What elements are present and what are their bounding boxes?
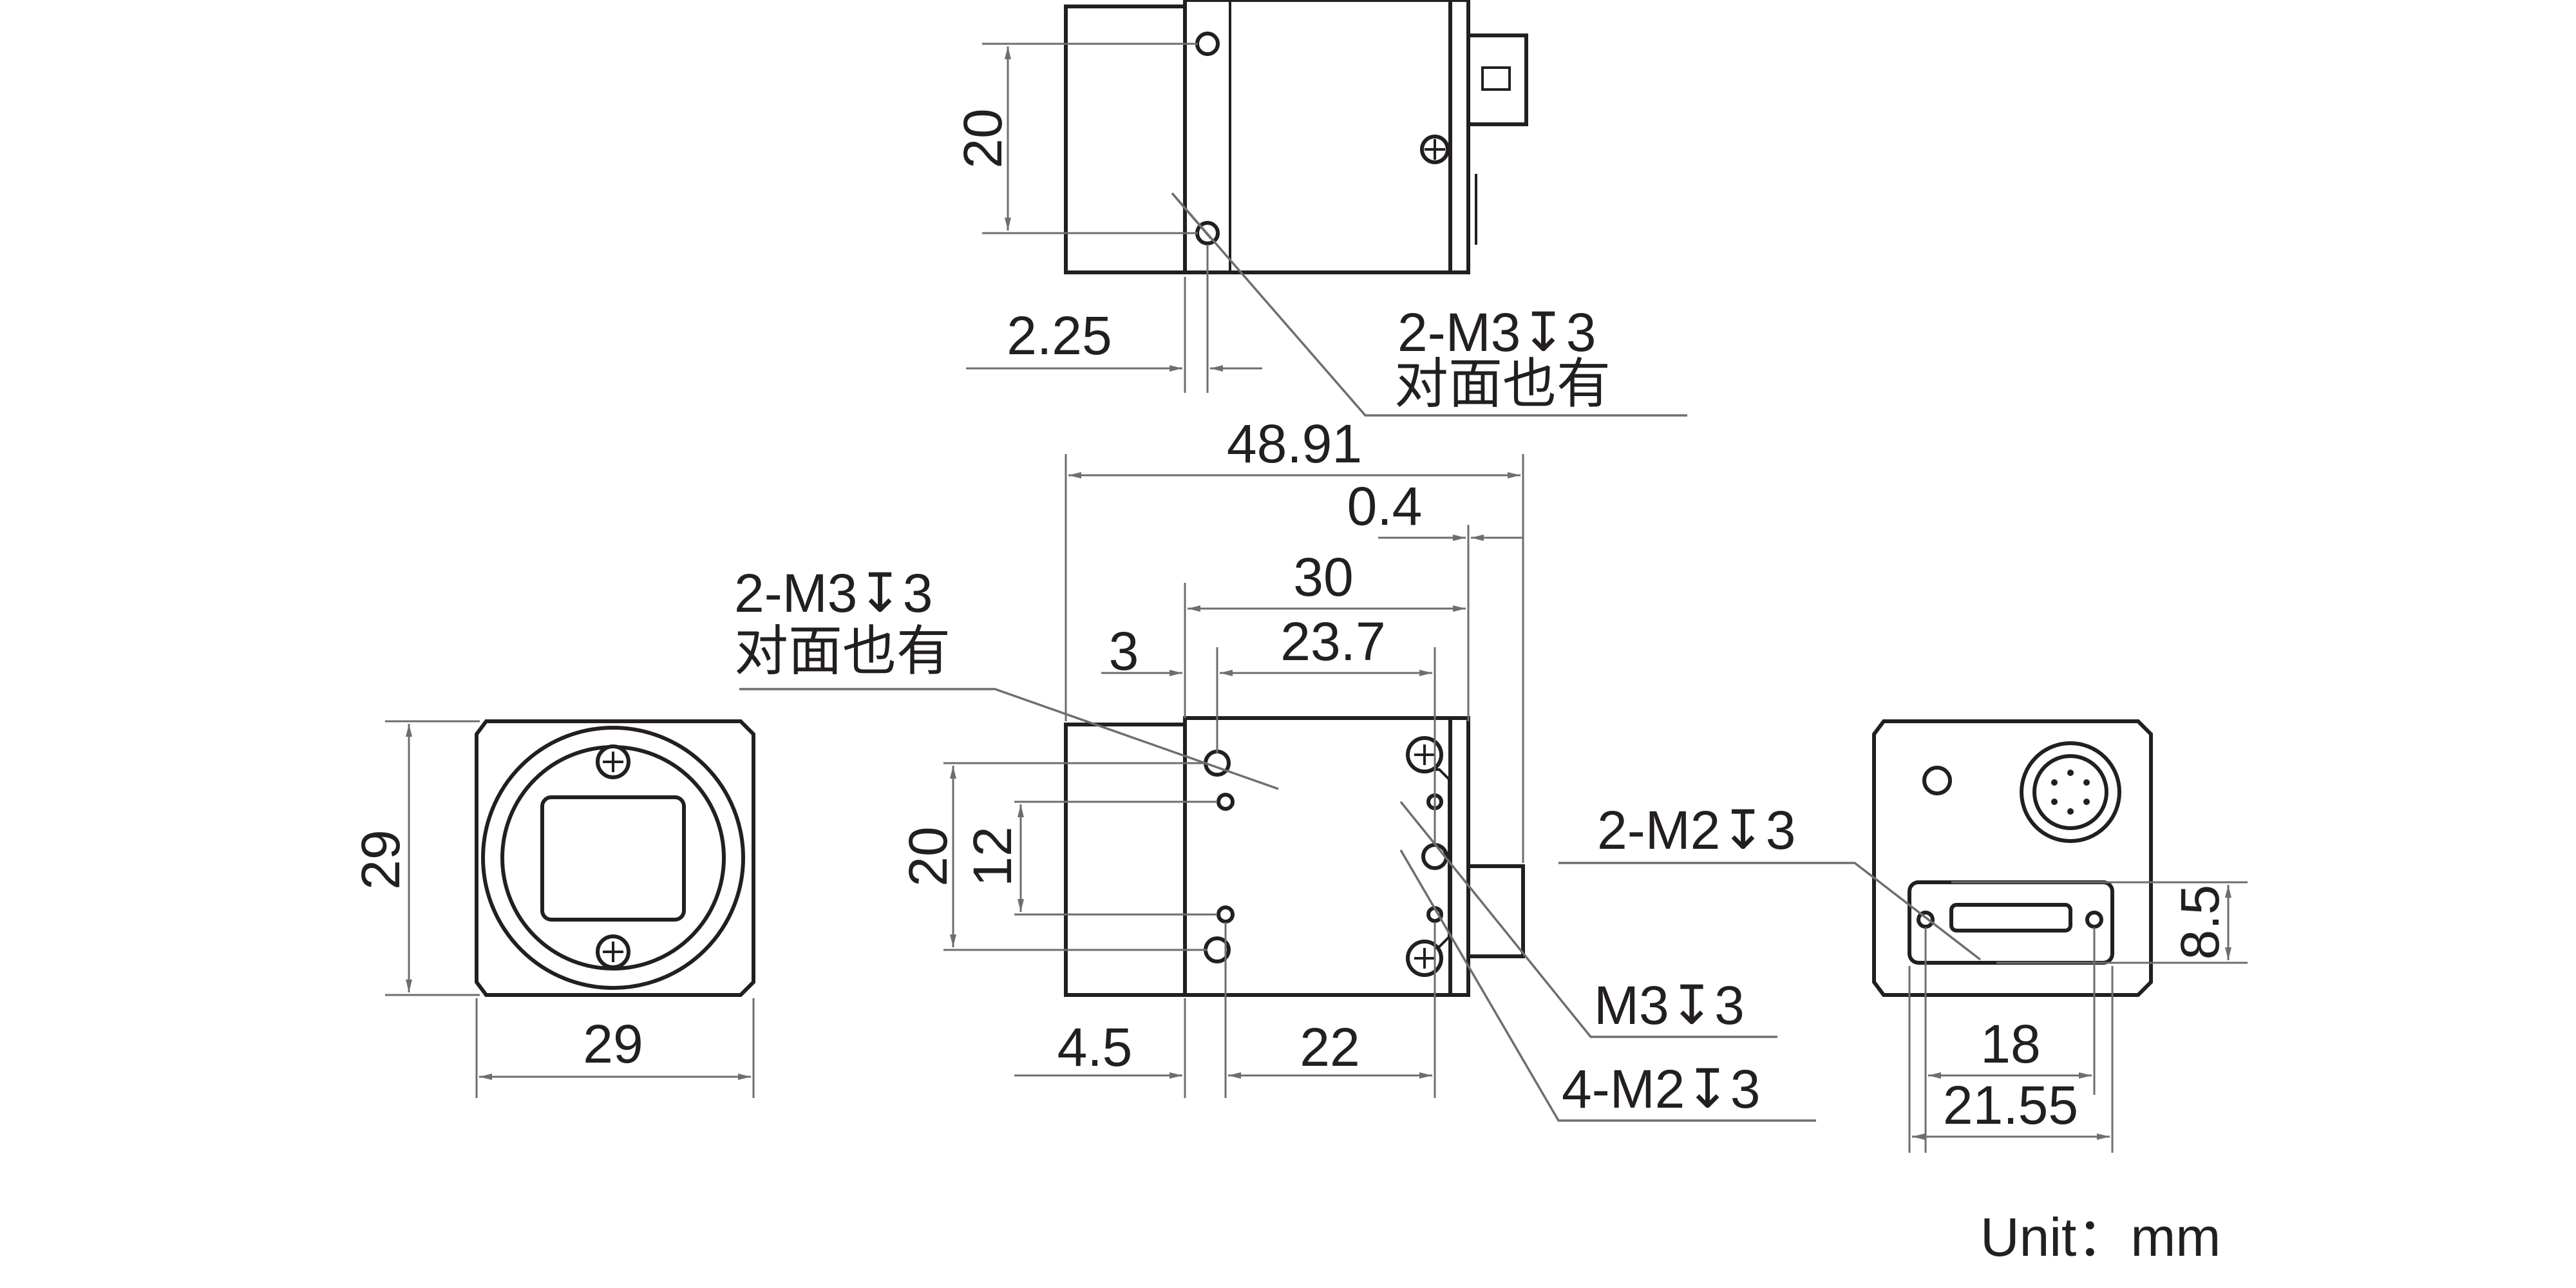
front-view: 29 29: [350, 719, 755, 1098]
rear-view-height-label: 8.5: [2170, 885, 2230, 960]
side-view-top-callout-line2: 对面也有: [734, 621, 951, 681]
side-view-connector: [1466, 864, 1525, 958]
side-view-offset-3-label: 3: [1109, 621, 1139, 681]
side-view-rear-screw-bottom: [1406, 940, 1443, 977]
side-view-height-20-label: 20: [898, 826, 958, 886]
side-view-top-callout-line1: 2-M3↧3: [734, 563, 933, 623]
side-view-m2-hole-lower: [1217, 905, 1235, 923]
rear-view-width-21-55-label: 21.55: [1943, 1075, 2078, 1135]
rear-view-width-18-label: 18: [1980, 1014, 2040, 1074]
rear-view: 8.5 18 21.55 2-M2↧3: [1558, 719, 2248, 1153]
top-view-height-label: 20: [952, 108, 1013, 168]
top-view-screw: [1420, 135, 1450, 164]
front-view-housing: [475, 719, 755, 997]
top-view-back-flange: [1448, 0, 1470, 274]
side-view: 48.91 0.4 30 23.7 3 20 12 4.5 22: [734, 413, 1816, 1122]
side-view-rear-screw-top: [1406, 736, 1443, 773]
side-view-m3-callout: M3↧3: [1594, 975, 1745, 1036]
side-view-lens-barrel: [1064, 723, 1187, 997]
rear-view-led-indicator: [1922, 766, 1952, 795]
side-view-height-12-label: 12: [962, 826, 1023, 886]
front-view-width-label: 29: [583, 1014, 643, 1074]
rear-view-usb-port: [1949, 903, 2072, 933]
front-view-screw-top: [596, 744, 630, 779]
front-view-lens-mount-outer: [481, 726, 745, 990]
top-view-connector: [1466, 33, 1528, 126]
rear-view-housing: [1872, 719, 2153, 997]
rear-view-m2-hole-left: [1917, 911, 1935, 929]
side-view-m2-callout: 4-M2↧3: [1562, 1059, 1760, 1119]
side-view-rear-m3-hole: [1421, 843, 1448, 870]
side-view-back-flange: [1448, 716, 1470, 997]
top-view-body: [1183, 0, 1470, 274]
top-view: 20 2.25 2-M3↧3 对面也有: [952, 0, 1687, 417]
rear-view-m2-hole-right: [2085, 911, 2103, 929]
side-view-flange-offset-label: 0.4: [1347, 476, 1423, 536]
front-view-sensor-window: [540, 795, 686, 922]
front-view-height-label: 29: [350, 829, 411, 889]
side-view-length-22-label: 22: [1300, 1017, 1359, 1077]
rear-view-callout: 2-M2↧3: [1597, 800, 1795, 860]
top-view-callout-line2: 对面也有: [1394, 354, 1611, 414]
side-view-offset-4-5-label: 4.5: [1057, 1017, 1133, 1077]
side-view-overall-length-label: 48.91: [1227, 413, 1362, 474]
top-view-mount-hole-upper: [1195, 32, 1220, 56]
side-view-m2-hole-upper: [1217, 793, 1235, 811]
top-view-callout-line1: 2-M3↧3: [1397, 302, 1596, 363]
unit-label: Unit：mm: [1980, 1207, 2221, 1267]
front-view-screw-bottom: [596, 934, 630, 969]
side-view-length-30-label: 30: [1293, 547, 1353, 607]
rear-view-usb-plate: [1908, 880, 2114, 965]
rear-view-io-connector: [2020, 741, 2121, 843]
top-view-offset-label: 2.25: [1007, 305, 1112, 366]
side-view-length-23-7-label: 23.7: [1280, 611, 1386, 672]
